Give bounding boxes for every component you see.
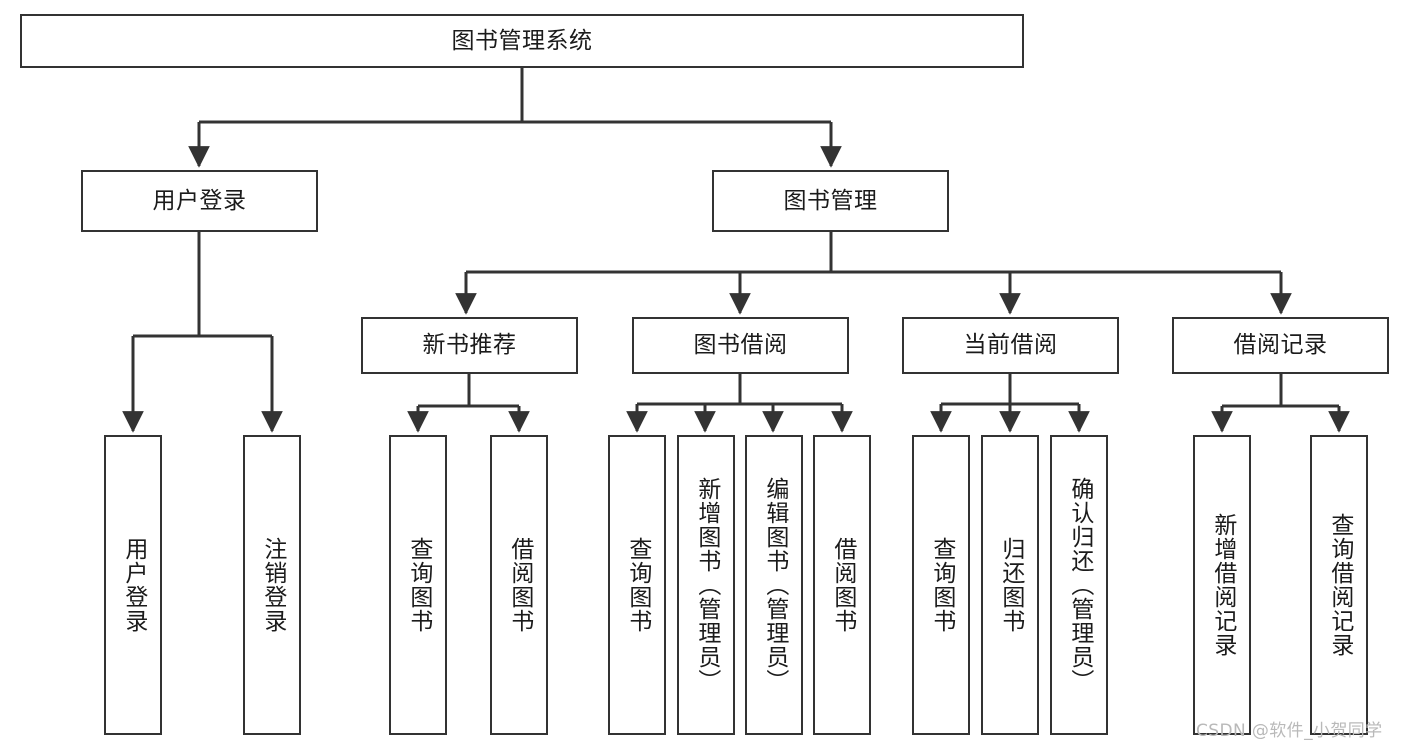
node-label: 借阅图书 (506, 537, 533, 633)
node-label: 当前借阅 (963, 332, 1058, 359)
node-current-borrow[interactable]: 当前借阅 (902, 317, 1119, 374)
node-label: 编辑图书（管理员） (761, 477, 788, 693)
node-label: 图书管理 (783, 187, 878, 214)
watermark-text: CSDN @软件_小贺同学 (1196, 721, 1383, 741)
node-leaf-logout-login[interactable]: 注销登录 (243, 435, 301, 735)
node-label: 图书借阅 (693, 332, 788, 359)
node-new-book-recommend[interactable]: 新书推荐 (361, 317, 578, 374)
node-label: 确认归还（管理员） (1066, 477, 1093, 693)
node-label: 新增图书（管理员） (693, 477, 720, 693)
node-leaf-add-book-admin[interactable]: 新增图书（管理员） (677, 435, 735, 735)
node-label: 借阅记录 (1233, 332, 1328, 359)
node-leaf-borrow-book-recommend[interactable]: 借阅图书 (490, 435, 548, 735)
node-label: 新书推荐 (422, 332, 517, 359)
node-leaf-query-book-borrow[interactable]: 查询图书 (608, 435, 666, 735)
node-leaf-borrow-book[interactable]: 借阅图书 (813, 435, 871, 735)
node-label: 查询图书 (928, 537, 955, 633)
node-label: 查询借阅记录 (1326, 513, 1353, 657)
node-leaf-confirm-return-admin[interactable]: 确认归还（管理员） (1050, 435, 1108, 735)
node-leaf-return-book[interactable]: 归还图书 (981, 435, 1039, 735)
node-leaf-user-login[interactable]: 用户登录 (104, 435, 162, 735)
node-label: 图书管理系统 (451, 27, 593, 54)
node-label: 用户登录 (120, 537, 147, 633)
node-borrow-record[interactable]: 借阅记录 (1172, 317, 1389, 374)
node-leaf-query-book-current[interactable]: 查询图书 (912, 435, 970, 735)
node-label: 用户登录 (152, 187, 247, 214)
node-leaf-query-book-recommend[interactable]: 查询图书 (389, 435, 447, 735)
node-book-borrow[interactable]: 图书借阅 (632, 317, 849, 374)
node-label: 注销登录 (259, 537, 286, 633)
node-label: 归还图书 (997, 537, 1024, 633)
node-leaf-query-borrow-record[interactable]: 查询借阅记录 (1310, 435, 1368, 735)
node-label: 借阅图书 (829, 537, 856, 633)
node-user-login[interactable]: 用户登录 (81, 170, 318, 232)
node-label: 查询图书 (405, 537, 432, 633)
node-leaf-add-borrow-record[interactable]: 新增借阅记录 (1193, 435, 1251, 735)
node-root-book-management-system[interactable]: 图书管理系统 (20, 14, 1024, 68)
node-label: 查询图书 (624, 537, 651, 633)
node-leaf-edit-book-admin[interactable]: 编辑图书（管理员） (745, 435, 803, 735)
node-label: 新增借阅记录 (1209, 513, 1236, 657)
node-book-management[interactable]: 图书管理 (712, 170, 949, 232)
